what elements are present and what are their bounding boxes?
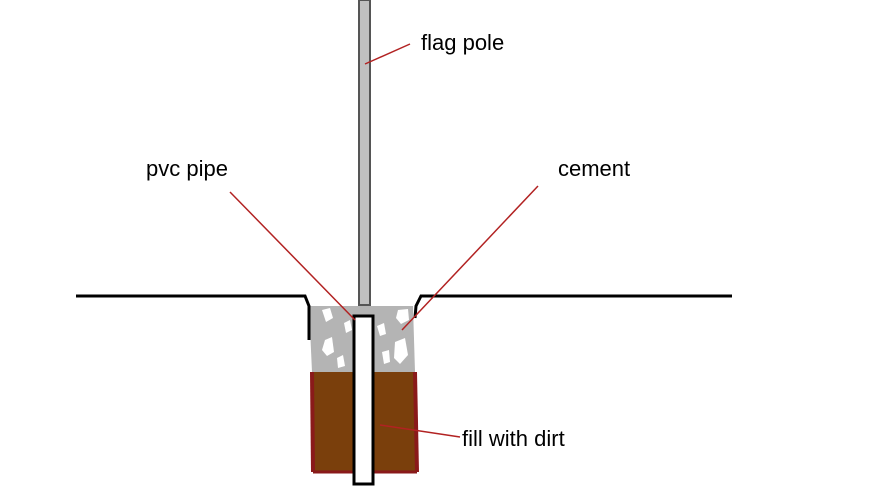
cement-label: cement xyxy=(558,156,630,181)
pvc-pipe-label: pvc pipe xyxy=(146,156,228,181)
cement-speckle xyxy=(394,338,408,364)
cement-speckle xyxy=(337,355,345,368)
pvc-pipe-leader xyxy=(229,191,356,321)
cement-speckle xyxy=(396,309,409,324)
fill-leader xyxy=(379,424,461,438)
cement-speckle xyxy=(344,320,352,333)
flag-pole-leader xyxy=(364,43,411,65)
ground-line-left xyxy=(76,294,311,340)
flag-pole xyxy=(358,0,371,306)
cement-speckle xyxy=(322,337,334,356)
ground-line-right xyxy=(413,294,732,319)
cement-leader xyxy=(401,185,539,331)
pvc-pipe xyxy=(352,314,375,486)
fill-label: fill with dirt xyxy=(462,426,565,451)
cement-speckle xyxy=(377,323,386,336)
flag-pole-label: flag pole xyxy=(421,30,504,55)
cement-speckle xyxy=(322,308,333,322)
cement-speckle xyxy=(382,350,390,364)
